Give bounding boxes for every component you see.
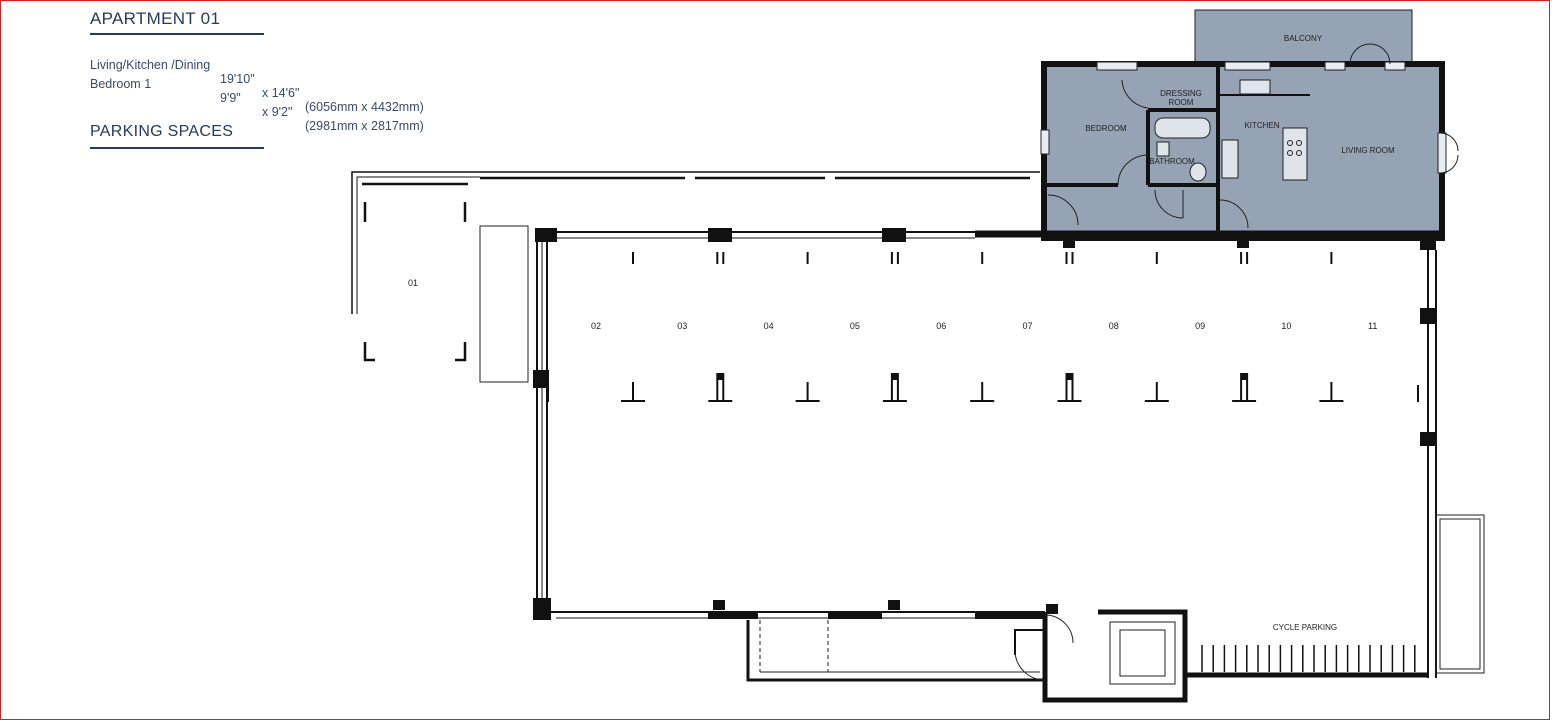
label-kitchen: KITCHEN [1244, 121, 1279, 130]
label-bedroom: BEDROOM [1085, 124, 1127, 133]
kitchen-island [1282, 127, 1308, 181]
parking-space-07: 07 [1022, 321, 1032, 331]
spec-imperial-b: x 14'6" [262, 86, 300, 100]
spec-imperial-a: 19'10" [220, 72, 255, 86]
door-opening [1437, 132, 1447, 174]
bathtub [1154, 117, 1211, 139]
parking-space-numbers: 01 02 03 04 05 06 07 08 09 10 11 [408, 278, 1377, 331]
parking-space-05: 05 [850, 321, 860, 331]
apartment-title: APARTMENT 01 [90, 9, 221, 28]
ramp [479, 225, 529, 383]
parking-space-03: 03 [677, 321, 687, 331]
lift [1109, 621, 1176, 685]
parking-space-02: 02 [591, 321, 601, 331]
parking-space-10: 10 [1281, 321, 1291, 331]
label-dressing-1: DRESSING [1160, 89, 1202, 98]
door-swing [1121, 79, 1149, 109]
entrance-door-swing [1047, 194, 1079, 226]
window [1384, 61, 1406, 71]
spec-metric: (6056mm x 4432mm) [305, 100, 424, 114]
door-swing [1117, 154, 1149, 186]
spec-row-bedroom: Bedroom 1 9'9" x 9'2" (2981mm x 2817mm) [90, 63, 450, 133]
parking-title: PARKING SPACES [90, 123, 234, 140]
door-swing [1014, 651, 1046, 681]
bay-markers-bottom [621, 373, 1344, 402]
parking-space-04: 04 [764, 321, 774, 331]
boundary-line [351, 171, 1040, 314]
parking-space-08: 08 [1109, 321, 1119, 331]
door-swing [1154, 189, 1184, 219]
label-balcony: BALCONY [1284, 34, 1323, 43]
spec-imperial-a: 9'9" [220, 91, 241, 105]
window [1040, 129, 1050, 155]
spec-room: Bedroom 1 [90, 77, 152, 91]
door-swing [1044, 614, 1074, 644]
window [1096, 61, 1138, 71]
parking-space-06: 06 [936, 321, 946, 331]
basin [1156, 141, 1170, 157]
balcony-area [1194, 9, 1413, 67]
cycle-racks [1201, 645, 1416, 672]
label-cycle-parking: CYCLE PARKING [1273, 623, 1337, 632]
parking-space-01: 01 [408, 278, 418, 288]
parking-underline [90, 147, 264, 149]
window [1324, 61, 1346, 71]
bay-markers-top [632, 252, 1333, 264]
parking-space-11: 11 [1368, 321, 1377, 331]
balcony-door-swing [1349, 43, 1391, 65]
label-living: LIVING ROOM [1341, 146, 1395, 155]
spec-room: Living/Kitchen /Dining [90, 58, 211, 72]
spec-imperial-b: x 9'2" [262, 105, 293, 119]
spec-metric: (2981mm x 2817mm) [305, 119, 424, 133]
living-door-swing [1439, 132, 1459, 174]
core-walls [1042, 609, 1188, 703]
spec-row-living: Living/Kitchen /Dining 19'10" x 14'6" (6… [90, 44, 450, 114]
window [1224, 61, 1271, 71]
side-store [1435, 514, 1485, 674]
door-swing [1219, 199, 1249, 229]
label-dressing-2: ROOM [1169, 98, 1194, 107]
parking-space-09: 09 [1195, 321, 1205, 331]
title-underline [90, 33, 264, 35]
toilet [1189, 162, 1207, 182]
appliance [1221, 139, 1239, 179]
sink [1239, 79, 1271, 95]
label-bathroom: BATHROOM [1149, 157, 1195, 166]
